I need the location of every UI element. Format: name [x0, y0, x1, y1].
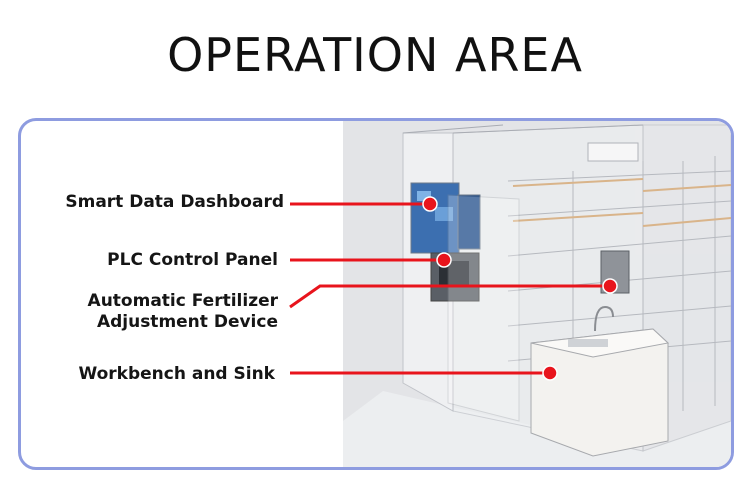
dashboard-marker-dot [422, 196, 438, 212]
label-fertilizer-line2: Adjustment Device [96, 312, 278, 332]
plc-marker-dot [436, 252, 452, 268]
fertilizer-leader-line [289, 284, 610, 309]
page-title: OPERATION AREA [167, 28, 583, 82]
label-fertilizer-device: Automatic Fertilizer Adjustment Device [88, 291, 278, 333]
workbench-marker-dot [542, 365, 558, 381]
container-illustration [343, 121, 731, 467]
label-plc-control-panel: PLC Control Panel [107, 250, 278, 270]
label-workbench-and-sink: Workbench and Sink [78, 364, 275, 384]
diagram-frame [18, 118, 734, 470]
label-fertilizer-line1: Automatic Fertilizer [87, 291, 278, 311]
label-smart-data-dashboard: Smart Data Dashboard [65, 192, 284, 212]
fertilizer-marker-dot [602, 278, 618, 294]
